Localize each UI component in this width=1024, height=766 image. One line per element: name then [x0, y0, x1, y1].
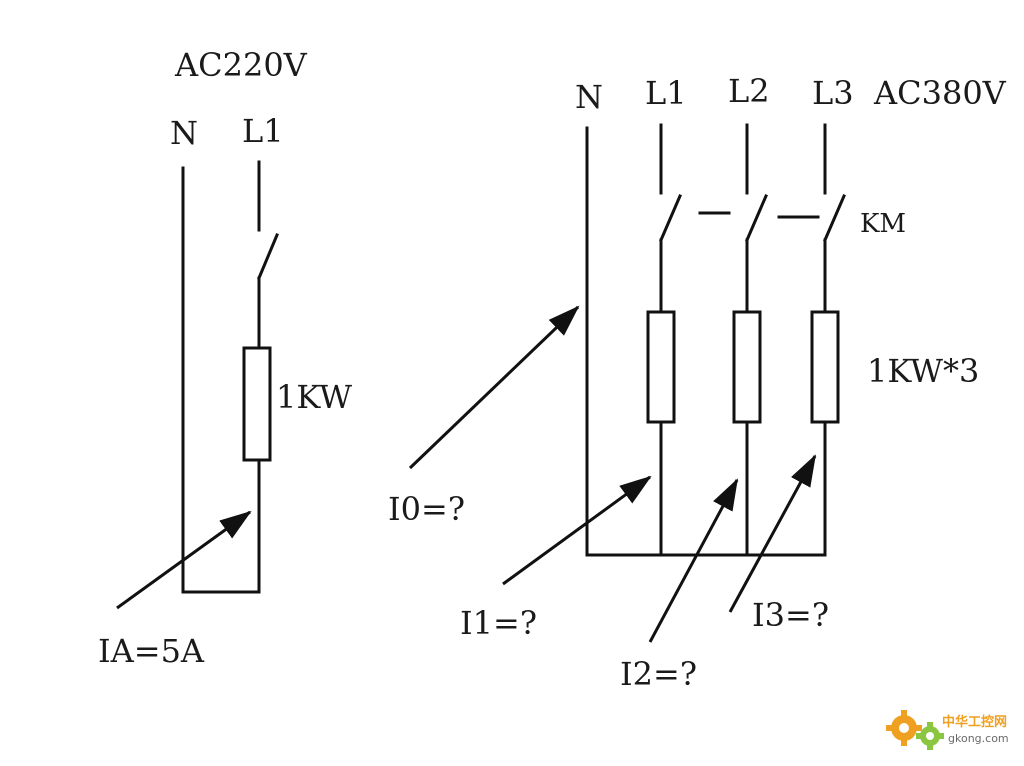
right-line1-label: L1 — [645, 74, 687, 112]
three-phase-circuit: N L1 L2 L3 AC380V KM 1KW*3 — [388, 72, 1007, 693]
i0-arrow — [408, 305, 580, 470]
left-neutral-label: N — [170, 114, 198, 152]
i1-arrow — [502, 475, 652, 586]
left-current-arrow — [116, 510, 252, 610]
right-line3-switch — [823, 194, 846, 242]
left-current-label: IA=5A — [98, 632, 205, 670]
right-load-label: 1KW*3 — [867, 352, 979, 390]
left-voltage-label: AC220V — [174, 46, 308, 84]
left-switch — [257, 233, 279, 280]
single-phase-circuit: AC220V N L1 1KW IA=5A — [98, 46, 352, 670]
i2-label: I2=? — [620, 655, 697, 693]
watermark-cn-text: 中华工控网 — [942, 714, 1007, 730]
left-line-label: L1 — [242, 112, 284, 150]
left-load-resistor — [242, 346, 272, 462]
i3-label: I3=? — [752, 596, 829, 634]
i3-arrow — [728, 454, 817, 613]
left-load-label: 1KW — [276, 378, 352, 416]
gear-icon — [886, 710, 944, 750]
right-line3-label: L3 — [812, 74, 854, 112]
right-line2-label: L2 — [728, 72, 770, 110]
right-line2-resistor — [732, 310, 762, 424]
contactor-label: KM — [860, 209, 906, 239]
watermark-domain-text: gkong.com — [948, 732, 1009, 745]
watermark-logo: 中华工控网 gkong.com — [886, 710, 1009, 750]
i0-label: I0=? — [388, 490, 465, 528]
i1-label: I1=? — [460, 604, 537, 642]
right-line2-switch — [745, 194, 768, 242]
right-line1-resistor — [646, 310, 676, 424]
right-line3-resistor — [810, 310, 840, 424]
right-line1-switch — [659, 194, 682, 242]
right-voltage-label: AC380V — [873, 74, 1007, 112]
right-neutral-label: N — [575, 78, 603, 116]
i2-arrow — [648, 478, 739, 643]
